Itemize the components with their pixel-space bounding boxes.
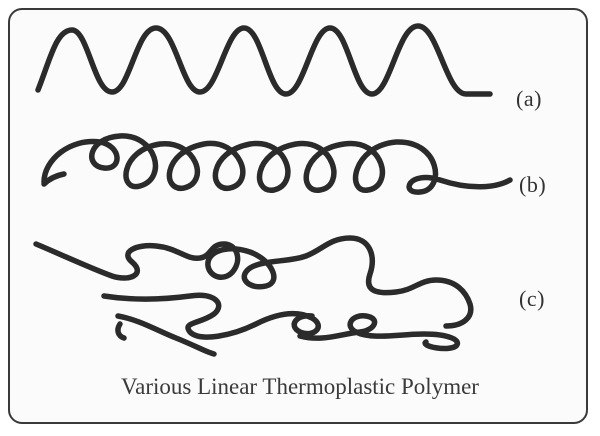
chain-c-strand-4 [300, 316, 457, 349]
chain-c-strand-2 [104, 295, 318, 337]
chain-c-strand-1 [36, 238, 471, 326]
chain-a-wave [38, 26, 490, 94]
chain-b-coil [44, 136, 510, 192]
diagram-caption: Various Linear Thermoplastic Polymer [0, 374, 600, 400]
chain-c-strand-5 [118, 324, 124, 338]
label-a: (a) [516, 86, 542, 112]
label-b: (b) [519, 172, 546, 198]
label-c: (c) [519, 286, 545, 312]
